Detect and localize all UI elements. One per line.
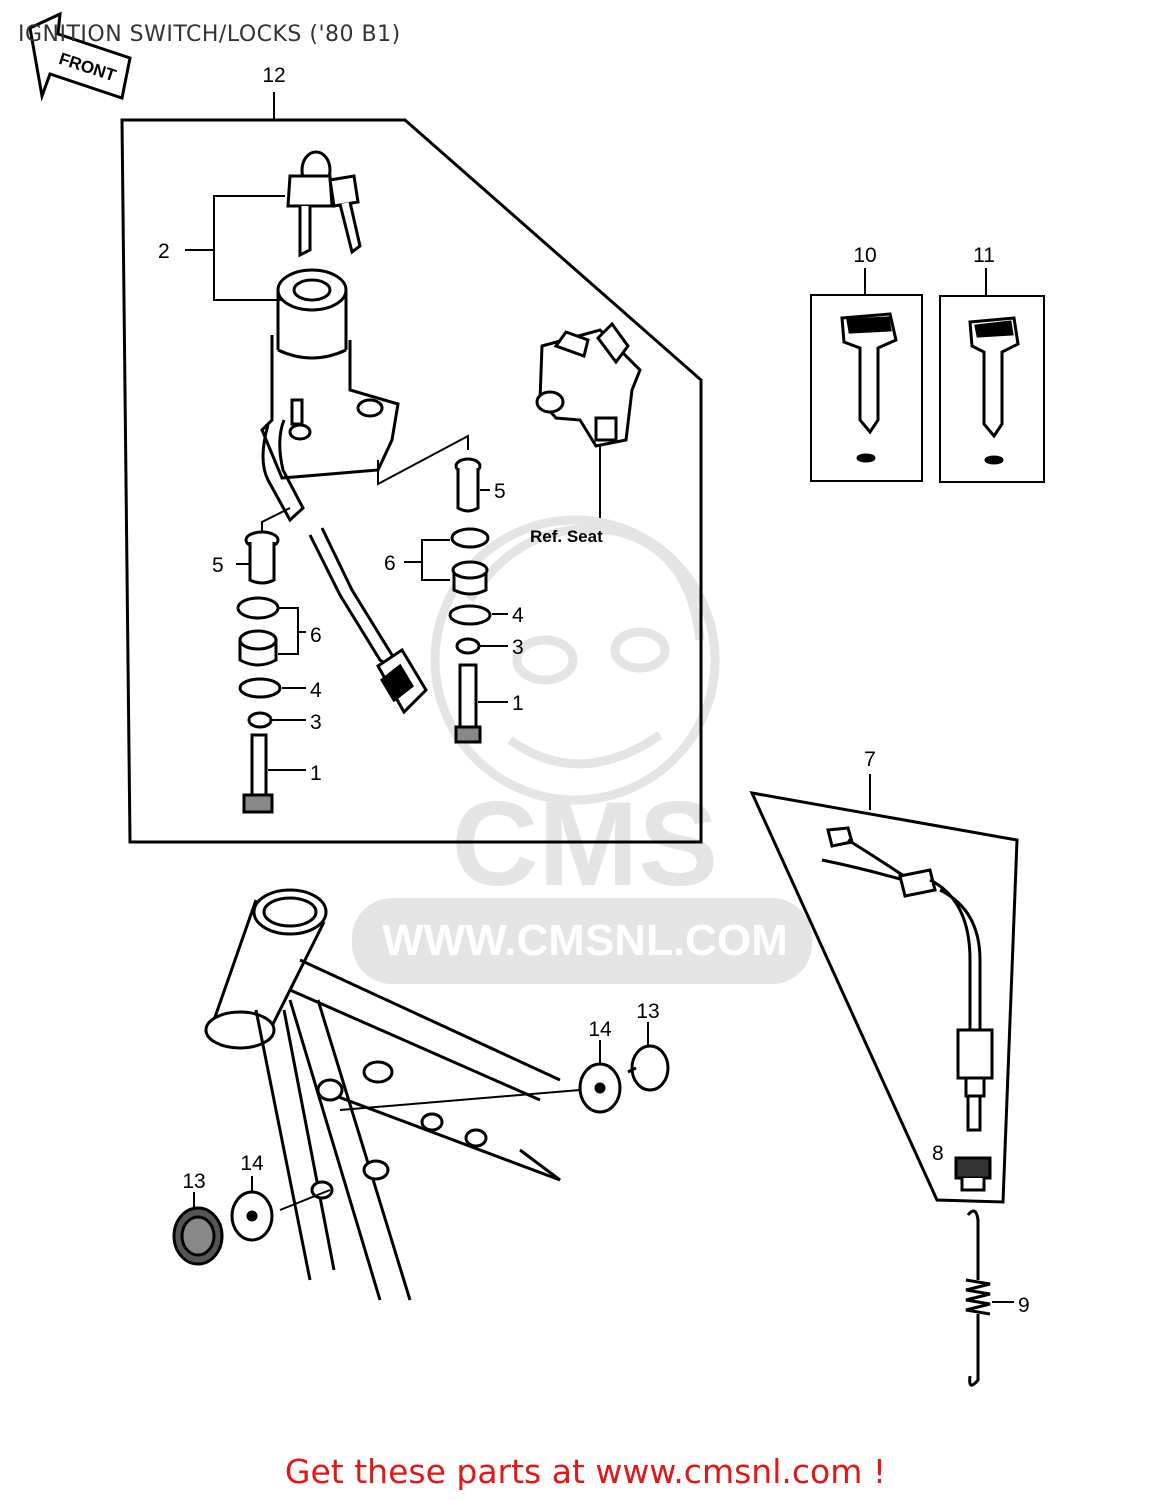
page-title: IGNITION SWITCH/LOCKS ('80 B1) <box>18 22 401 47</box>
callout-14-right: 14 <box>588 1018 612 1041</box>
ignition-switch-body <box>260 268 400 480</box>
watermark-mascot-eye-right <box>610 627 670 673</box>
callout-6-right: 6 <box>384 552 396 575</box>
callout-13-left: 13 <box>182 1170 205 1193</box>
cable-nut-8-icon <box>954 1156 992 1192</box>
watermark-mascot-head <box>430 515 720 805</box>
callout-8: 8 <box>932 1142 944 1165</box>
spring-9-icon <box>965 1209 1014 1387</box>
callout-4-left: 4 <box>310 679 322 702</box>
reflector-washer-left <box>172 1190 274 1266</box>
callout-3-right: 3 <box>512 636 524 659</box>
callout-1-right: 1 <box>512 692 524 715</box>
seat-lock-icon <box>535 321 642 448</box>
key-blank-11-box <box>939 268 1045 483</box>
callout-5-right: 5 <box>494 480 506 503</box>
callout-9: 9 <box>1018 1294 1030 1317</box>
key-blank-10-box <box>810 268 923 482</box>
ref-seat-note: Ref. Seat <box>530 527 603 546</box>
callout-4-right: 4 <box>512 604 524 627</box>
watermark-banner <box>352 898 812 984</box>
callout-5-left: 5 <box>212 554 224 577</box>
right-hardware-stack <box>448 457 492 744</box>
watermark-logo: CMS <box>452 777 719 911</box>
callout-7: 7 <box>864 748 876 771</box>
key-set-icon <box>286 150 362 258</box>
switch-wire-harness <box>261 419 428 715</box>
watermark-mascot-eye <box>512 635 578 685</box>
callout-6-left: 6 <box>310 624 322 647</box>
callout-12: 12 <box>262 64 285 87</box>
key-blank-11-icon <box>968 316 1020 465</box>
seat-lock-cable-icon <box>821 826 994 1132</box>
callout-2-bracket <box>185 195 285 301</box>
callout-11: 11 <box>973 244 995 267</box>
assembly-7-frame <box>749 774 1019 1204</box>
callout-13-right: 13 <box>636 1000 659 1023</box>
left-hardware-stack <box>236 530 282 814</box>
watermark-url: WWW.CMSNL.COM <box>382 916 788 965</box>
reflector-leaders <box>193 1022 649 1211</box>
callout-3-left: 3 <box>310 711 322 734</box>
watermark-mascot-helmet <box>466 524 705 641</box>
callout-1-left: 1 <box>310 762 322 785</box>
switch-mount-leader <box>377 434 469 486</box>
watermark-mascot-mouth <box>507 731 663 769</box>
stack-callout-leaders <box>236 489 508 771</box>
footer-link[interactable]: Get these parts at www.cmsnl.com ! <box>284 1452 887 1491</box>
key-blank-10-icon <box>840 312 898 463</box>
callout-14-left: 14 <box>240 1152 264 1175</box>
frame-steering-head-icon <box>204 888 561 1301</box>
callout-2: 2 <box>158 240 170 263</box>
reflector-washer-right <box>578 1044 670 1114</box>
callout-10: 10 <box>853 244 876 267</box>
front-arrow-icon: FRONT <box>28 11 132 102</box>
cms-watermark <box>352 515 812 984</box>
assembly-12-frame <box>120 92 703 844</box>
